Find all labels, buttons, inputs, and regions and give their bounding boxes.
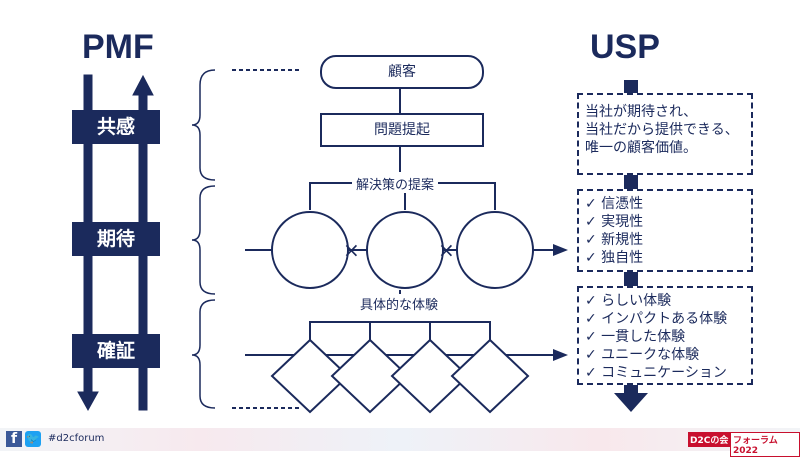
usp-connector: [624, 175, 638, 189]
usp-definition-line: 唯一の顧客価値。: [585, 140, 697, 156]
experience-label: 具体的な体験: [356, 294, 443, 313]
experience-item: ✓ ユニークな体験: [585, 347, 700, 363]
facebook-icon[interactable]: f: [6, 431, 22, 447]
experience-diamonds: [270, 338, 530, 414]
solution-circles: [271, 211, 534, 289]
diagram-lines: [77, 69, 648, 414]
solution-circle: [456, 211, 534, 289]
solution-circle: [366, 211, 444, 289]
criteria-item: ✓ 信憑性: [585, 196, 644, 212]
usp-experience-box: ✓ らしい体験 ✓ インパクトある体験 ✓ 一貫した体験 ✓ ユニークな体験 ✓…: [577, 286, 753, 385]
usp-definition-box: 当社が期待され、 当社だから提供できる、 唯一の顧客価値。: [577, 93, 753, 175]
experience-diamond: [390, 338, 470, 414]
pmf-up-arrowhead: [132, 74, 154, 96]
footer: f 🐦 #d2cforum D2Cの会 フォーラム2022: [0, 428, 800, 457]
times-symbol: ×: [343, 238, 360, 262]
experience-item: ✓ 一貫した体験: [585, 329, 686, 345]
badge-right: フォーラム2022: [730, 432, 800, 457]
solution-arrowhead: [553, 244, 568, 256]
experience-item: ✓ インパクトある体験: [585, 311, 728, 327]
experience-diamond: [270, 338, 350, 414]
usp-connector: [624, 80, 638, 94]
experience-diamond: [450, 338, 530, 414]
braces: [191, 69, 216, 409]
usp-title: USP: [590, 28, 660, 66]
twitter-icon[interactable]: 🐦: [25, 431, 41, 447]
usp-criteria-box: ✓ 信憑性 ✓ 実現性 ✓ 新規性 ✓ 独自性: [577, 189, 753, 272]
usp-down-arrow: [614, 393, 648, 412]
criteria-item: ✓ 独自性: [585, 250, 644, 266]
times-symbol: ×: [438, 238, 455, 262]
experience-item: ✓ コミュニケーション: [585, 365, 727, 381]
usp-definition-line: 当社が期待され、: [585, 104, 698, 120]
pmf-title: PMF: [82, 28, 154, 66]
stage-confirmation: 確証: [72, 334, 160, 368]
solution-label: 解決策の提案: [352, 174, 439, 193]
stage-expectation: 期待: [72, 222, 160, 256]
badge-left: D2Cの会: [688, 432, 731, 447]
experience-item: ✓ らしい体験: [585, 293, 672, 309]
criteria-item: ✓ 新規性: [585, 232, 644, 248]
usp-connector: [624, 385, 638, 395]
hashtag: #d2cforum: [48, 433, 105, 444]
experience-diamond: [330, 338, 410, 414]
solution-circle: [271, 211, 349, 289]
stage-empathy: 共感: [72, 110, 160, 144]
customer-box: 顧客: [320, 55, 484, 89]
pmf-down-arrowhead: [77, 391, 99, 412]
problem-box: 問題提起: [320, 113, 484, 147]
usp-connector: [624, 272, 638, 286]
usp-definition-line: 当社だから提供できる、: [585, 122, 739, 138]
criteria-item: ✓ 実現性: [585, 214, 644, 230]
experience-arrowhead: [553, 349, 568, 361]
dashed-guides: [232, 69, 300, 409]
